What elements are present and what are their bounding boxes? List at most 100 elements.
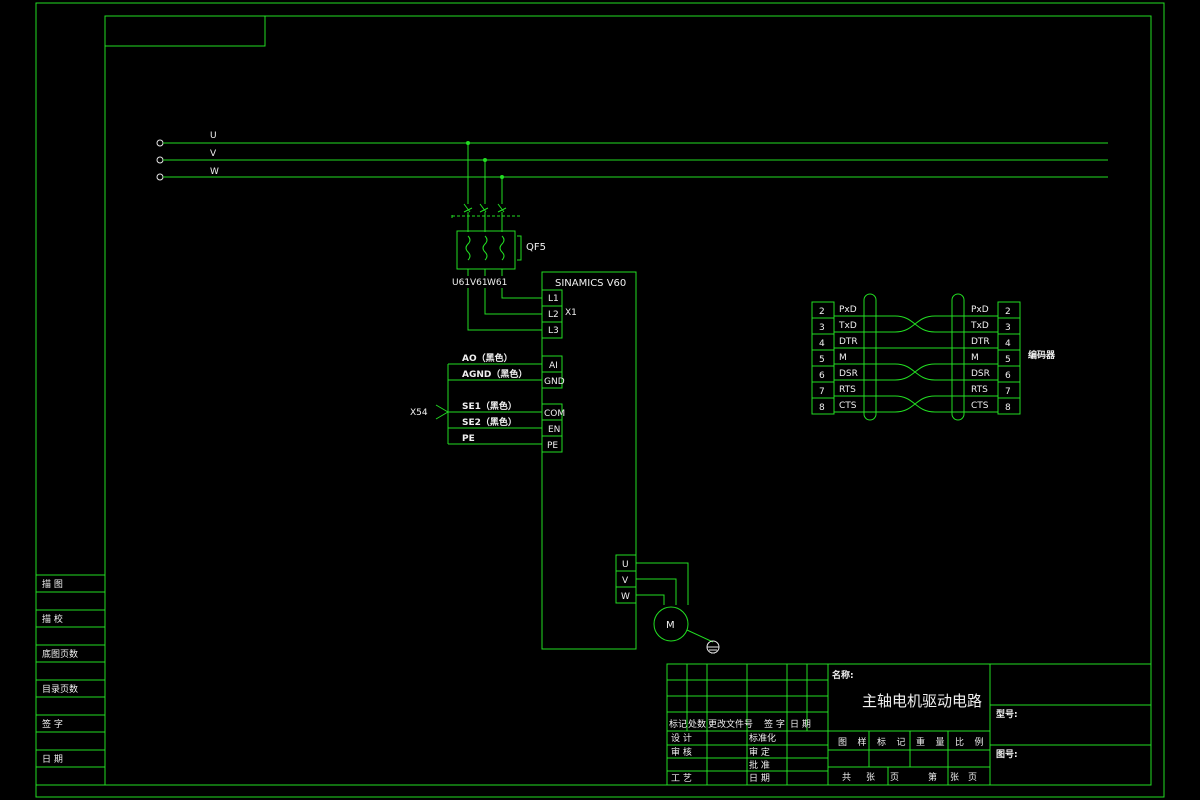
three-phase-bus: U V W xyxy=(156,131,1108,181)
encoder-right-pin: 3 xyxy=(1005,323,1011,333)
terminal-ai: AI xyxy=(549,361,558,371)
drive-body xyxy=(541,271,637,650)
encoder-right-pin: 8 xyxy=(1005,403,1011,413)
encoder-right-signal: CTS xyxy=(971,401,989,411)
motor-wire-u xyxy=(636,562,689,605)
wire-label-se2: SE2（黑色） xyxy=(462,416,517,428)
stage-row-char: 标 xyxy=(877,736,886,748)
wire-label-se1: SE1（黑色） xyxy=(462,400,517,412)
sign-standardize: 标准化 xyxy=(749,732,776,744)
sign-design: 设 计 xyxy=(671,732,692,744)
encoder-left-pin: 6 xyxy=(819,371,825,381)
stage-row-char: 样 xyxy=(858,736,867,748)
terminal-l2: L2 xyxy=(548,310,559,320)
connector-x1-label: X1 xyxy=(565,308,577,318)
sheet-row-char: 第 xyxy=(928,771,937,783)
sheet-row-char: 页 xyxy=(890,772,899,783)
stage-row-char: 例 xyxy=(975,736,984,748)
sign-date: 日 期 xyxy=(749,773,770,784)
motor-wire-w xyxy=(636,594,665,605)
stage-row-char: 比 xyxy=(955,736,964,748)
breaker-label: QF5 xyxy=(526,242,546,253)
strip-label-catalog-pages: 目录页数 xyxy=(42,683,78,695)
sheet-row-char: 共 xyxy=(842,772,851,783)
encoder-crossover-wire xyxy=(894,395,936,413)
encoder-left-pin: 4 xyxy=(819,339,825,349)
encoder-left-signal: CTS xyxy=(839,401,857,411)
wire-l2 xyxy=(484,288,542,315)
header-change-file: 更改文件号 xyxy=(708,718,753,730)
encoder-label: 编码器 xyxy=(1028,349,1056,361)
strip-label-check: 描 校 xyxy=(42,613,63,625)
encoder-right-signal: DTR xyxy=(971,337,990,347)
encoder-right-signal: PxD xyxy=(971,305,989,315)
encoder-crossover-wire xyxy=(894,315,936,333)
terminal-motor-w: W xyxy=(621,592,630,602)
sheet-row-char: 页 xyxy=(968,772,977,783)
wire-l3 xyxy=(467,288,542,331)
drive-sinamics-v60: SINAMICS V60 L1 L2 L3 X1 AI GND COM EN P… xyxy=(541,271,637,650)
encoder-left-signal: TxD xyxy=(838,321,857,331)
encoder-right-signal: TxD xyxy=(970,321,989,331)
x54-label: X54 xyxy=(410,408,428,418)
terminal-l1: L1 xyxy=(548,294,559,304)
stage-row-char: 图 xyxy=(838,737,847,748)
encoder-left-signal: PxD xyxy=(839,305,857,315)
stage-row-char: 量 xyxy=(936,737,945,748)
drawing-title: 主轴电机驱动电路 xyxy=(862,692,982,710)
breaker-qf5: QF5 U61 V61 W61 xyxy=(451,141,546,331)
terminal-l3: L3 xyxy=(548,326,559,336)
encoder-right-pin: 6 xyxy=(1005,371,1011,381)
stage-row-char: 重 xyxy=(916,736,925,748)
sign-ratify: 批 准 xyxy=(749,759,770,771)
encoder-right-pin: 5 xyxy=(1005,355,1011,365)
sign-review: 审 核 xyxy=(671,746,692,758)
encoder-crossover-wire xyxy=(894,363,936,381)
cable-shield-right xyxy=(951,293,965,421)
encoder-left-pin: 8 xyxy=(819,403,825,413)
wire-label-ao: AO（黑色） xyxy=(462,352,513,364)
wire-l1 xyxy=(501,288,542,299)
bus-terminal-u xyxy=(156,139,164,147)
header-mark: 标记 xyxy=(669,718,687,730)
breaker-output-w61: W61 xyxy=(487,278,507,288)
bus-terminal-v xyxy=(156,156,164,164)
bus-label-w: W xyxy=(210,167,219,177)
x54-connector: X54 AO（黑色） AGND（黑色） SE1（黑色） SE2（黑色） PE xyxy=(410,352,542,445)
encoder-right-signal: RTS xyxy=(971,385,988,395)
terminal-motor-u: U xyxy=(622,560,629,570)
header-count: 处数 xyxy=(688,718,706,730)
encoder-right-signal: M xyxy=(971,353,979,363)
figure-number-label: 图号: xyxy=(996,749,1018,760)
encoder-left-pin: 2 xyxy=(819,307,825,317)
inner-frame xyxy=(104,15,1152,786)
encoder-right-pin: 2 xyxy=(1005,307,1011,317)
strip-label-base-pages: 底图页数 xyxy=(42,648,78,660)
terminal-gnd: GND xyxy=(544,377,565,387)
motor: M xyxy=(636,562,720,654)
motor-wire-v xyxy=(636,578,677,605)
bus-label-v: V xyxy=(210,149,217,159)
motor-label: M xyxy=(666,620,675,631)
cable-shield-left xyxy=(863,293,877,421)
encoder-left-signal: DTR xyxy=(839,337,858,347)
wire-label-agnd: AGND（黑色） xyxy=(462,368,527,380)
encoder-left-signal: M xyxy=(839,353,847,363)
encoder-left-pin: 5 xyxy=(819,355,825,365)
ground-wire xyxy=(686,629,714,643)
outer-frame xyxy=(35,2,1165,798)
left-revision-strip: 描 图 描 校 底图页数 目录页数 签 字 日 期 xyxy=(35,574,106,786)
model-label: 型号: xyxy=(996,708,1018,720)
motor-symbol xyxy=(653,606,689,642)
strip-label-date: 日 期 xyxy=(42,754,63,765)
encoder-right-pin: 7 xyxy=(1005,387,1011,397)
name-label: 名称: xyxy=(832,669,854,681)
encoder-right-pin: 4 xyxy=(1005,339,1011,349)
breaker-output-v61: V61 xyxy=(470,278,488,288)
encoder-left-signal: DSR xyxy=(839,369,858,379)
wire-label-pe: PE xyxy=(462,434,475,444)
title-block: 标记 处数 更改文件号 签 字 日 期 设 计 标准化 审 核 审 定 批 准 … xyxy=(666,663,1152,786)
terminal-motor-v: V xyxy=(622,576,629,586)
